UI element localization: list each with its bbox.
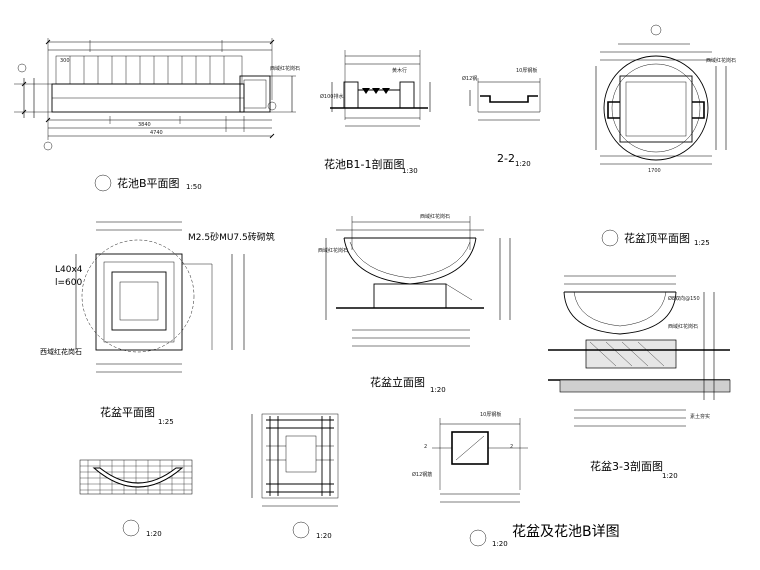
detail-3-index-circle [469, 529, 487, 547]
svg-text:Ø100排水: Ø100排水 [320, 93, 343, 100]
pot-plan-note-bar-len: l=600 [55, 278, 82, 288]
detail-2-index-circle [292, 521, 310, 539]
pot-top-title: 花盆顶平面图 [624, 231, 690, 245]
pot-top-index-circle [601, 229, 619, 247]
detail-2-scale: 1:20 [316, 532, 332, 540]
svg-text:西域红花岗石: 西域红花岗石 [420, 213, 450, 220]
pot-33-section-view: Ø8双向@150 西域红花岗石 素土夯实 花盆3-3剖面图 1:20 [548, 275, 731, 480]
svg-text:3840: 3840 [138, 122, 151, 128]
detail-3-view: 2 2 Ø12钢筋 10厚钢板 1:20 [412, 411, 528, 548]
svg-text:素土夯实: 素土夯实 [690, 413, 710, 420]
pool-plan-view: 300 西域红花岗石 3840 4740 花池B平面图 1:50 [14, 38, 300, 192]
section-22-title: 2-2 [497, 152, 515, 165]
pool-section-view: 黄木行 Ø100排水 花池B1-1剖面图 1:30 [320, 50, 431, 175]
svg-text:黄木行: 黄木行 [392, 67, 407, 74]
section-22-view: Ø12钢 10厚钢板 2-2 1:20 [462, 67, 541, 168]
pot-plan-note-bar: L40x4 [55, 265, 83, 275]
pot-plan-title: 花盆平面图 [100, 405, 155, 419]
detail-2-view: 1:20 [251, 413, 339, 540]
pool-section-scale: 1:30 [402, 167, 418, 175]
pot-elev-title: 花盆立面图 [370, 375, 425, 389]
section-22-scale: 1:20 [515, 160, 531, 168]
pool-plan-index-circle [94, 174, 112, 192]
pot-top-view: 西域红花岗石 1700 花盆顶平面图 1:25 [595, 24, 736, 247]
drawing-title: 花盆及花池B详图 [512, 524, 620, 540]
pot-33-title: 花盆3-3剖面图 [590, 459, 663, 473]
svg-text:1700: 1700 [648, 168, 661, 174]
svg-text:西域红花岗石: 西域红花岗石 [318, 247, 348, 254]
svg-text:西域红花岗石: 西域红花岗石 [706, 57, 736, 64]
detail-3-scale: 1:20 [492, 540, 508, 548]
svg-text:2: 2 [424, 444, 427, 450]
svg-text:2: 2 [510, 444, 513, 450]
pot-elevation-view: 西域红花岗石 西域红花岗石 花盆立面图 1:20 [318, 213, 511, 394]
svg-text:西域红花岗石: 西域红花岗石 [270, 65, 300, 72]
svg-text:西域红花岗石: 西域红花岗石 [668, 323, 698, 330]
pot-plan-note-stone: 西域红花岗石 [40, 347, 82, 356]
detail-1-scale: 1:20 [146, 530, 162, 538]
pot-elev-scale: 1:20 [430, 386, 446, 394]
pot-plan-note-mortar: M2.5砂MU7.5砖砌筑 [188, 231, 275, 243]
pot-top-scale: 1:25 [694, 239, 710, 247]
svg-text:10厚钢板: 10厚钢板 [480, 411, 501, 418]
pool-section-title: 花池B1-1剖面图 [324, 157, 405, 171]
svg-text:10厚钢板: 10厚钢板 [516, 67, 537, 74]
pool-plan-scale: 1:50 [186, 183, 202, 191]
svg-text:Ø12钢: Ø12钢 [462, 75, 477, 82]
pot-plan-view: M2.5砂MU7.5砖砌筑 L40x4 l=600 西域红花岗石 花盆平面图 1… [40, 221, 275, 426]
pool-plan-title: 花池B平面图 [117, 177, 180, 190]
detail-1-view: 1:20 [79, 459, 193, 538]
pot-plan-scale: 1:25 [158, 418, 174, 426]
svg-text:4740: 4740 [150, 130, 163, 136]
pot-33-scale: 1:20 [662, 472, 678, 480]
svg-text:Ø12钢筋: Ø12钢筋 [412, 471, 432, 478]
svg-text:300: 300 [60, 58, 70, 64]
svg-text:Ø8双向@150: Ø8双向@150 [668, 295, 700, 302]
detail-1-index-circle [122, 519, 140, 537]
